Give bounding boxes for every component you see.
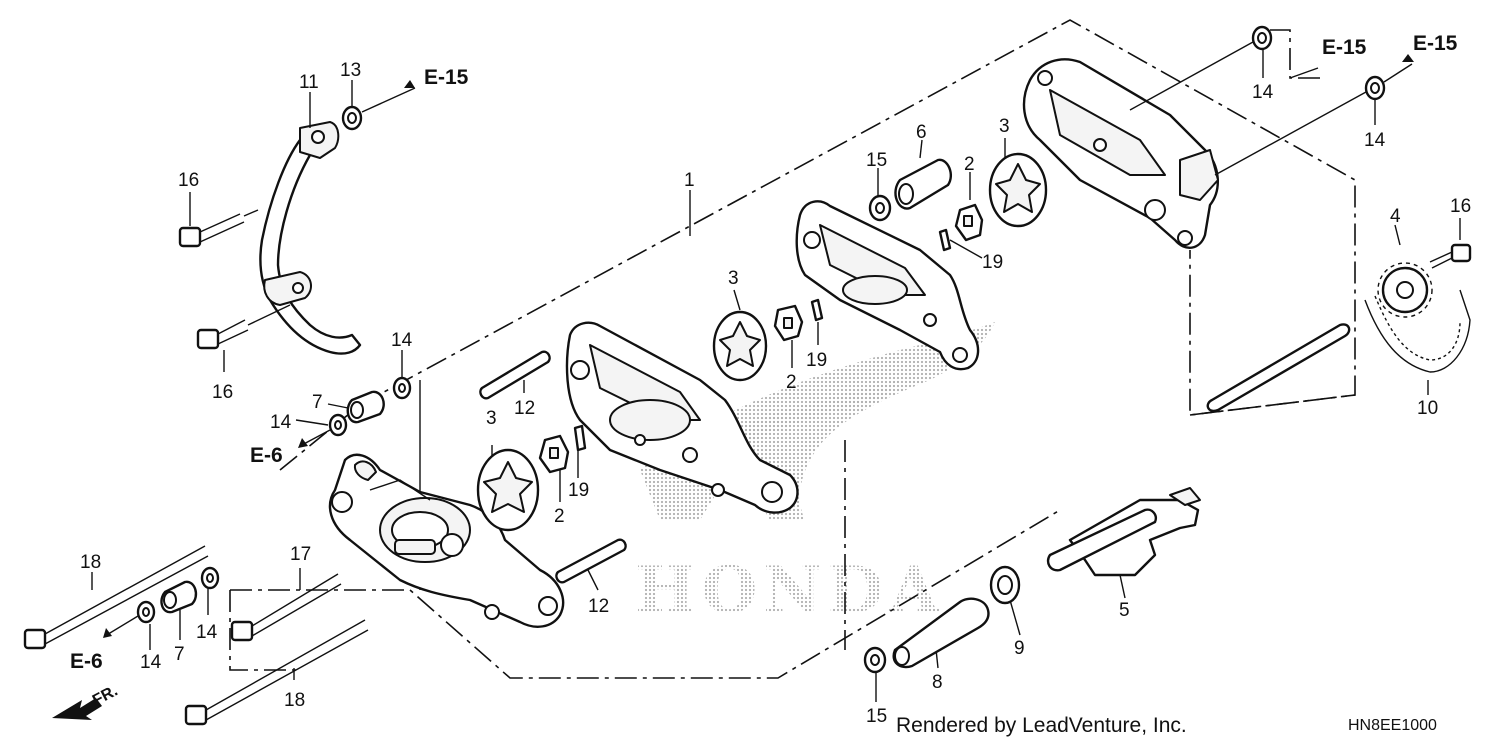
callout-18b: 18 <box>284 690 305 711</box>
callout-12b: 12 <box>588 596 609 617</box>
ref-e15-left: E-15 <box>424 66 469 89</box>
callout-10: 10 <box>1417 398 1438 419</box>
callout-17: 17 <box>290 544 311 565</box>
flange-bolt-right <box>1429 243 1472 269</box>
dowel-pin-upper <box>479 350 551 400</box>
dowel-pin-lower <box>555 538 627 584</box>
sealing-washer-13 <box>341 80 416 131</box>
outer-rotor-3-left <box>476 448 540 532</box>
washer-14-left-bottom <box>103 600 156 638</box>
ref-e6-upper: E-6 <box>250 444 283 467</box>
inner-rotor-2-middle <box>773 304 804 342</box>
front-direction-arrow-icon <box>52 698 102 720</box>
flange-bolt-top-left <box>178 209 259 248</box>
callout-11: 11 <box>299 72 319 93</box>
callout-3c: 3 <box>486 408 497 429</box>
callout-3a: 3 <box>999 116 1010 137</box>
washer-15-top <box>868 194 892 222</box>
callout-19a: 19 <box>982 252 1003 273</box>
washer-15-bottom <box>863 646 887 674</box>
pump-body-middle <box>565 321 799 514</box>
o-ring-9 <box>989 565 1021 605</box>
callout-19c: 19 <box>568 480 589 501</box>
callout-14c: 14 <box>391 330 413 351</box>
inner-rotor-2-left <box>538 434 570 474</box>
pump-body-top-right <box>1022 58 1219 249</box>
outer-rotor-3-top <box>988 152 1048 228</box>
callout-14d: 14 <box>270 412 292 433</box>
callout-13: 13 <box>340 60 361 81</box>
callout-15b: 15 <box>866 706 887 727</box>
callout-8: 8 <box>932 672 943 693</box>
callout-1: 1 <box>684 170 695 191</box>
pump-body-upper <box>795 200 980 371</box>
drive-pin-19-middle <box>810 298 824 322</box>
honda-watermark-text: HONDA <box>635 553 945 628</box>
footer-diagram-code: HN8EE1000 <box>1348 717 1437 734</box>
collar-7-upper <box>346 390 385 424</box>
pump-cover-left <box>328 453 565 628</box>
callout-5: 5 <box>1119 600 1130 621</box>
bolt-18-lower <box>184 619 369 726</box>
drive-pin-19-top <box>938 228 952 252</box>
ref-e15-mid: E-15 <box>1322 36 1367 59</box>
washer-14-far-right <box>1214 54 1414 176</box>
collar-7-lower <box>160 580 198 614</box>
bolt-18-upper <box>23 545 209 650</box>
oil-strainer <box>1046 487 1201 577</box>
pump-shaft <box>1206 323 1351 413</box>
oil-pipe <box>259 121 362 355</box>
callout-2a: 2 <box>964 154 975 175</box>
inner-rotor-2-top <box>954 203 984 242</box>
callout-16b: 16 <box>212 382 233 403</box>
callout-7a: 7 <box>312 392 323 413</box>
callout-15a: 15 <box>866 150 887 171</box>
callout-16a: 16 <box>178 170 199 191</box>
callout-14b: 14 <box>1364 130 1386 151</box>
flange-bolt-mid-left <box>196 304 291 350</box>
callout-19b: 19 <box>806 350 827 371</box>
callout-14a: 14 <box>1252 82 1274 103</box>
pump-drive-sprocket <box>1377 262 1433 318</box>
callout-7b: 7 <box>174 644 185 665</box>
callout-3b: 3 <box>728 268 739 289</box>
oil-pipe-joint-8 <box>892 597 990 669</box>
outer-rotor-3-middle <box>712 310 768 382</box>
callout-6: 6 <box>916 122 927 143</box>
footer-credit: Rendered by LeadVenture, Inc. <box>896 714 1187 737</box>
ref-e6-lower: E-6 <box>70 650 103 673</box>
callout-14f: 14 <box>140 652 162 673</box>
drive-pin-19-left <box>573 424 587 452</box>
callout-18a: 18 <box>80 552 101 573</box>
washer-14-upper-right <box>1129 25 1320 111</box>
callout-14e: 14 <box>196 622 218 643</box>
drive-chain <box>1364 289 1471 373</box>
callout-2b: 2 <box>786 372 797 393</box>
washer-14-left-lower <box>200 566 220 590</box>
callout-9: 9 <box>1014 638 1025 659</box>
relief-valve-collar-6 <box>894 158 952 210</box>
callout-12a: 12 <box>514 398 535 419</box>
callout-16c: 16 <box>1450 196 1471 217</box>
leader-lines <box>91 48 1461 702</box>
callout-2c: 2 <box>554 506 565 527</box>
callout-4: 4 <box>1390 206 1401 227</box>
washer-14-left-mid <box>298 413 348 448</box>
ref-e15-right: E-15 <box>1413 32 1458 55</box>
washer-14-left-upper <box>392 376 412 400</box>
bolt-17 <box>230 573 342 642</box>
